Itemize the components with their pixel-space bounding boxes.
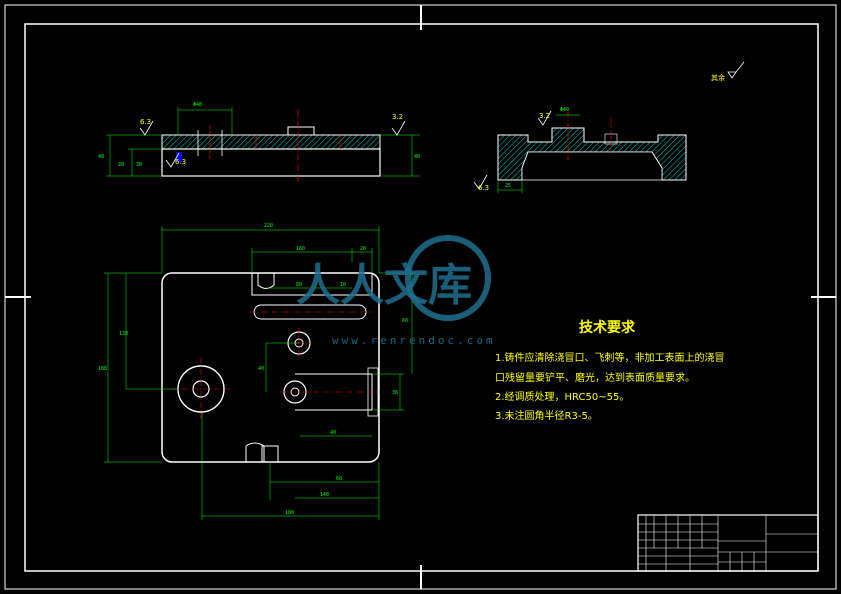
dim-plan-top2: 20 xyxy=(360,246,366,252)
title-block xyxy=(637,514,819,572)
note-line-2: 口残留量要铲平、磨光，达到表面质量要求。 xyxy=(495,371,695,384)
notes-title: 技术要求 xyxy=(579,319,636,336)
dim-front-h3: 30 xyxy=(136,162,142,168)
note-line-1: 1.铸件应清除浇冒口、飞刺等，非加工表面上的浇冒 xyxy=(495,351,725,364)
dim-front-width: Φ48 xyxy=(193,102,202,108)
dim-front-right: 40 xyxy=(414,154,420,160)
dim-plan-left1: 188 xyxy=(98,366,107,372)
note-line-3: 2.经调质处理，HRC50~55。 xyxy=(495,390,629,403)
watermark-url: www.renrendoc.com xyxy=(332,334,496,347)
dim-plan-right1: 60 xyxy=(402,318,408,324)
roughness-top-left: 6.3 xyxy=(140,118,151,126)
roughness-side-right: 3.2 xyxy=(539,112,550,120)
watermark-text: 人人文库 xyxy=(296,260,472,311)
roughness-top-right: 3.2 xyxy=(392,113,403,121)
dim-side-diameter: Φ40 xyxy=(560,107,569,113)
dim-plan-width: 220 xyxy=(264,223,273,229)
side-section-view: 25 Φ40 6.3 3.2 xyxy=(473,107,687,193)
dim-plan-slot2: 10 xyxy=(340,282,346,288)
dim-front-h1: 48 xyxy=(98,154,104,160)
dim-front-h2: 28 xyxy=(118,162,124,168)
note-line-4: 3.未注圆角半径R3-5。 xyxy=(495,409,598,422)
dim-plan-bot2: 180 xyxy=(285,510,294,516)
technical-requirements: 技术要求 1.铸件应清除浇冒口、飞刺等，非加工表面上的浇冒 口残留量要铲平、磨光… xyxy=(495,319,725,422)
dim-plan-top1: 160 xyxy=(296,246,305,252)
svg-text:其余: 其余 xyxy=(711,73,725,82)
dim-plan-bot5: 60 xyxy=(336,476,342,482)
dim-plan-slot1: 60 xyxy=(296,282,302,288)
roughness-others: 其余 xyxy=(711,61,745,82)
centering-marks xyxy=(5,5,836,589)
roughness-bottom-left: 6.3 xyxy=(478,184,489,192)
dim-plan-right2: 36 xyxy=(392,390,398,396)
front-view: Φ48 48 28 30 40 6.3 3.2 6.3 xyxy=(98,102,420,182)
dim-plan-left2: 130 xyxy=(119,331,128,337)
dim-plan-mid: 40 xyxy=(258,366,264,372)
plan-view: 220 160 20 188 130 60 36 60 10 40 40 60 … xyxy=(98,223,416,520)
watermark-logo: 人人文库 www.renrendoc.com xyxy=(296,235,496,347)
roughness-side-left: 6.3 xyxy=(175,158,186,166)
dim-side-width: 25 xyxy=(505,183,511,189)
dim-plan-bot1: 140 xyxy=(320,492,329,498)
dim-plan-bot4: 40 xyxy=(330,430,336,436)
